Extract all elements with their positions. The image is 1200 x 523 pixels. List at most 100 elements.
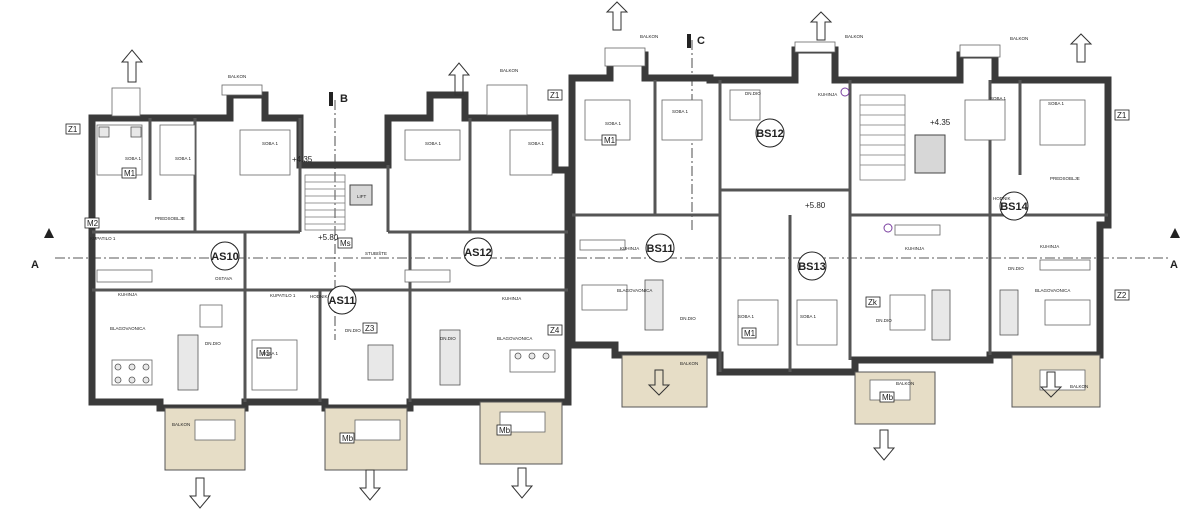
accent-symbols bbox=[840, 87, 893, 233]
svg-text:SOBA 1: SOBA 1 bbox=[672, 109, 689, 114]
svg-text:SOBA 1: SOBA 1 bbox=[262, 141, 279, 146]
svg-text:Ms: Ms bbox=[340, 239, 351, 248]
zone-tag: Ms bbox=[337, 237, 353, 249]
svg-text:Mb: Mb bbox=[342, 434, 354, 443]
zone-tag: M1 bbox=[601, 134, 617, 146]
svg-text:SOBA 1: SOBA 1 bbox=[528, 141, 545, 146]
svg-text:SOBA 1: SOBA 1 bbox=[425, 141, 442, 146]
unit-label-bs12: BS12 bbox=[755, 118, 785, 148]
zone-tag: Z4 bbox=[547, 324, 563, 336]
svg-text:DN.DIO: DN.DIO bbox=[345, 328, 361, 333]
stair-b bbox=[859, 94, 946, 181]
zone-tag: Z1 bbox=[65, 123, 81, 135]
unit-label-as10: AS10 bbox=[210, 241, 240, 271]
svg-text:BLAGOVAONICA: BLAGOVAONICA bbox=[1035, 288, 1070, 293]
svg-text:BLAGOVAONICA: BLAGOVAONICA bbox=[110, 326, 145, 331]
zone-tag: Mb bbox=[339, 432, 355, 444]
unit-label-bs11: BS11 bbox=[645, 233, 675, 263]
svg-text:Z4: Z4 bbox=[550, 326, 560, 335]
svg-text:M1: M1 bbox=[259, 349, 271, 358]
zone-tags: Z1 M1 M2 M1 Mb Mb Z3 Z1 Z4 M1 Z1 Z2 M1 M… bbox=[65, 89, 1130, 444]
svg-text:C: C bbox=[697, 35, 705, 47]
svg-text:DN.DIO: DN.DIO bbox=[440, 336, 456, 341]
svg-text:Mb: Mb bbox=[499, 426, 511, 435]
svg-text:BS13: BS13 bbox=[798, 261, 826, 273]
svg-text:BALKON: BALKON bbox=[680, 361, 698, 366]
svg-text:SOBA 1: SOBA 1 bbox=[125, 156, 142, 161]
svg-text:Z1: Z1 bbox=[68, 125, 78, 134]
svg-text:+5.80: +5.80 bbox=[318, 233, 339, 242]
svg-text:KUHINJA: KUHINJA bbox=[1040, 244, 1059, 249]
section-marker-c: C bbox=[687, 34, 705, 48]
svg-text:HODNIK: HODNIK bbox=[310, 294, 328, 299]
section-marker-a-right: A bbox=[1170, 228, 1180, 271]
svg-text:+4.35: +4.35 bbox=[292, 155, 313, 164]
svg-text:SOBA 1: SOBA 1 bbox=[800, 314, 817, 319]
svg-text:BALKON: BALKON bbox=[228, 74, 246, 79]
svg-text:BALKON: BALKON bbox=[896, 381, 914, 386]
level-marker-3: +5.80 bbox=[805, 201, 826, 210]
unit-label-bs13: BS13 bbox=[797, 251, 827, 281]
svg-text:AS11: AS11 bbox=[329, 295, 356, 307]
svg-text:DN.DIO: DN.DIO bbox=[205, 341, 221, 346]
balconies bbox=[111, 41, 1101, 471]
svg-text:A: A bbox=[1170, 259, 1178, 271]
svg-text:SOBA 1: SOBA 1 bbox=[990, 96, 1007, 101]
zone-tag: Z1 bbox=[547, 89, 563, 101]
svg-text:SOBA 1: SOBA 1 bbox=[738, 314, 755, 319]
svg-text:KUPATILO 1: KUPATILO 1 bbox=[90, 236, 116, 241]
svg-text:BALKON: BALKON bbox=[845, 34, 863, 39]
svg-text:SOBA 1: SOBA 1 bbox=[262, 351, 279, 356]
level-marker-4: +4.35 bbox=[930, 118, 951, 127]
direction-arrows bbox=[120, 1, 1093, 509]
zone-tag: Z1 bbox=[1114, 109, 1130, 121]
level-marker-1: +4.35 bbox=[292, 155, 313, 164]
svg-text:KUHINJA: KUHINJA bbox=[118, 292, 137, 297]
svg-text:BALKON: BALKON bbox=[172, 422, 190, 427]
svg-text:A: A bbox=[31, 259, 39, 271]
unit-label-bs14: BS14 bbox=[999, 191, 1029, 221]
svg-text:PREDSOBLJE: PREDSOBLJE bbox=[155, 216, 185, 221]
svg-text:Z1: Z1 bbox=[550, 91, 560, 100]
svg-text:KUPATILO 1: KUPATILO 1 bbox=[270, 293, 296, 298]
zone-tag: M1 bbox=[121, 167, 137, 179]
zone-tag: Mb bbox=[879, 391, 895, 403]
unit-label-as12: AS12 bbox=[463, 237, 493, 267]
unit-label-as11: AS11 bbox=[327, 285, 357, 315]
svg-text:BALKON: BALKON bbox=[1010, 36, 1028, 41]
zone-tag: Mb bbox=[496, 424, 512, 436]
svg-text:M2: M2 bbox=[87, 219, 99, 228]
svg-text:Z3: Z3 bbox=[365, 324, 375, 333]
zone-tag: Z2 bbox=[1114, 289, 1130, 301]
svg-text:DN.DIO: DN.DIO bbox=[680, 316, 696, 321]
svg-text:SOBA 1: SOBA 1 bbox=[175, 156, 192, 161]
zone-tag: Z3 bbox=[362, 322, 378, 334]
svg-text:KUHINJA: KUHINJA bbox=[905, 246, 924, 251]
svg-text:+5.80: +5.80 bbox=[805, 201, 826, 210]
svg-text:HODNIK: HODNIK bbox=[993, 196, 1011, 201]
section-marker-a-left: A bbox=[31, 228, 54, 271]
svg-text:LIFT: LIFT bbox=[357, 194, 367, 199]
svg-text:Z2: Z2 bbox=[1117, 291, 1127, 300]
building-b-walls bbox=[568, 46, 1112, 376]
svg-text:DN.DIO: DN.DIO bbox=[876, 318, 892, 323]
zone-tag: Zk bbox=[865, 296, 881, 308]
svg-text:Mb: Mb bbox=[882, 393, 894, 402]
svg-text:OSTAVA: OSTAVA bbox=[215, 276, 232, 281]
level-marker-2: +5.80 bbox=[318, 233, 339, 242]
stair-a: LIFT bbox=[304, 174, 373, 231]
svg-text:AS12: AS12 bbox=[464, 247, 492, 259]
svg-text:M1: M1 bbox=[124, 169, 136, 178]
svg-text:BLAGOVAONICA: BLAGOVAONICA bbox=[497, 336, 532, 341]
room-labels: SOBA 1 SOBA 1 SOBA 1 SOBA 1 SOBA 1 BLAGO… bbox=[90, 34, 1088, 427]
svg-text:B: B bbox=[340, 93, 348, 105]
svg-text:SOBA 1: SOBA 1 bbox=[1048, 101, 1065, 106]
svg-text:BS14: BS14 bbox=[1000, 201, 1028, 213]
svg-text:+4.35: +4.35 bbox=[930, 118, 951, 127]
svg-text:BS11: BS11 bbox=[647, 243, 674, 255]
zone-tag: M1 bbox=[741, 327, 757, 339]
zone-tag: M1 bbox=[256, 347, 272, 359]
svg-text:AS10: AS10 bbox=[211, 251, 239, 263]
svg-text:Z1: Z1 bbox=[1117, 111, 1127, 120]
